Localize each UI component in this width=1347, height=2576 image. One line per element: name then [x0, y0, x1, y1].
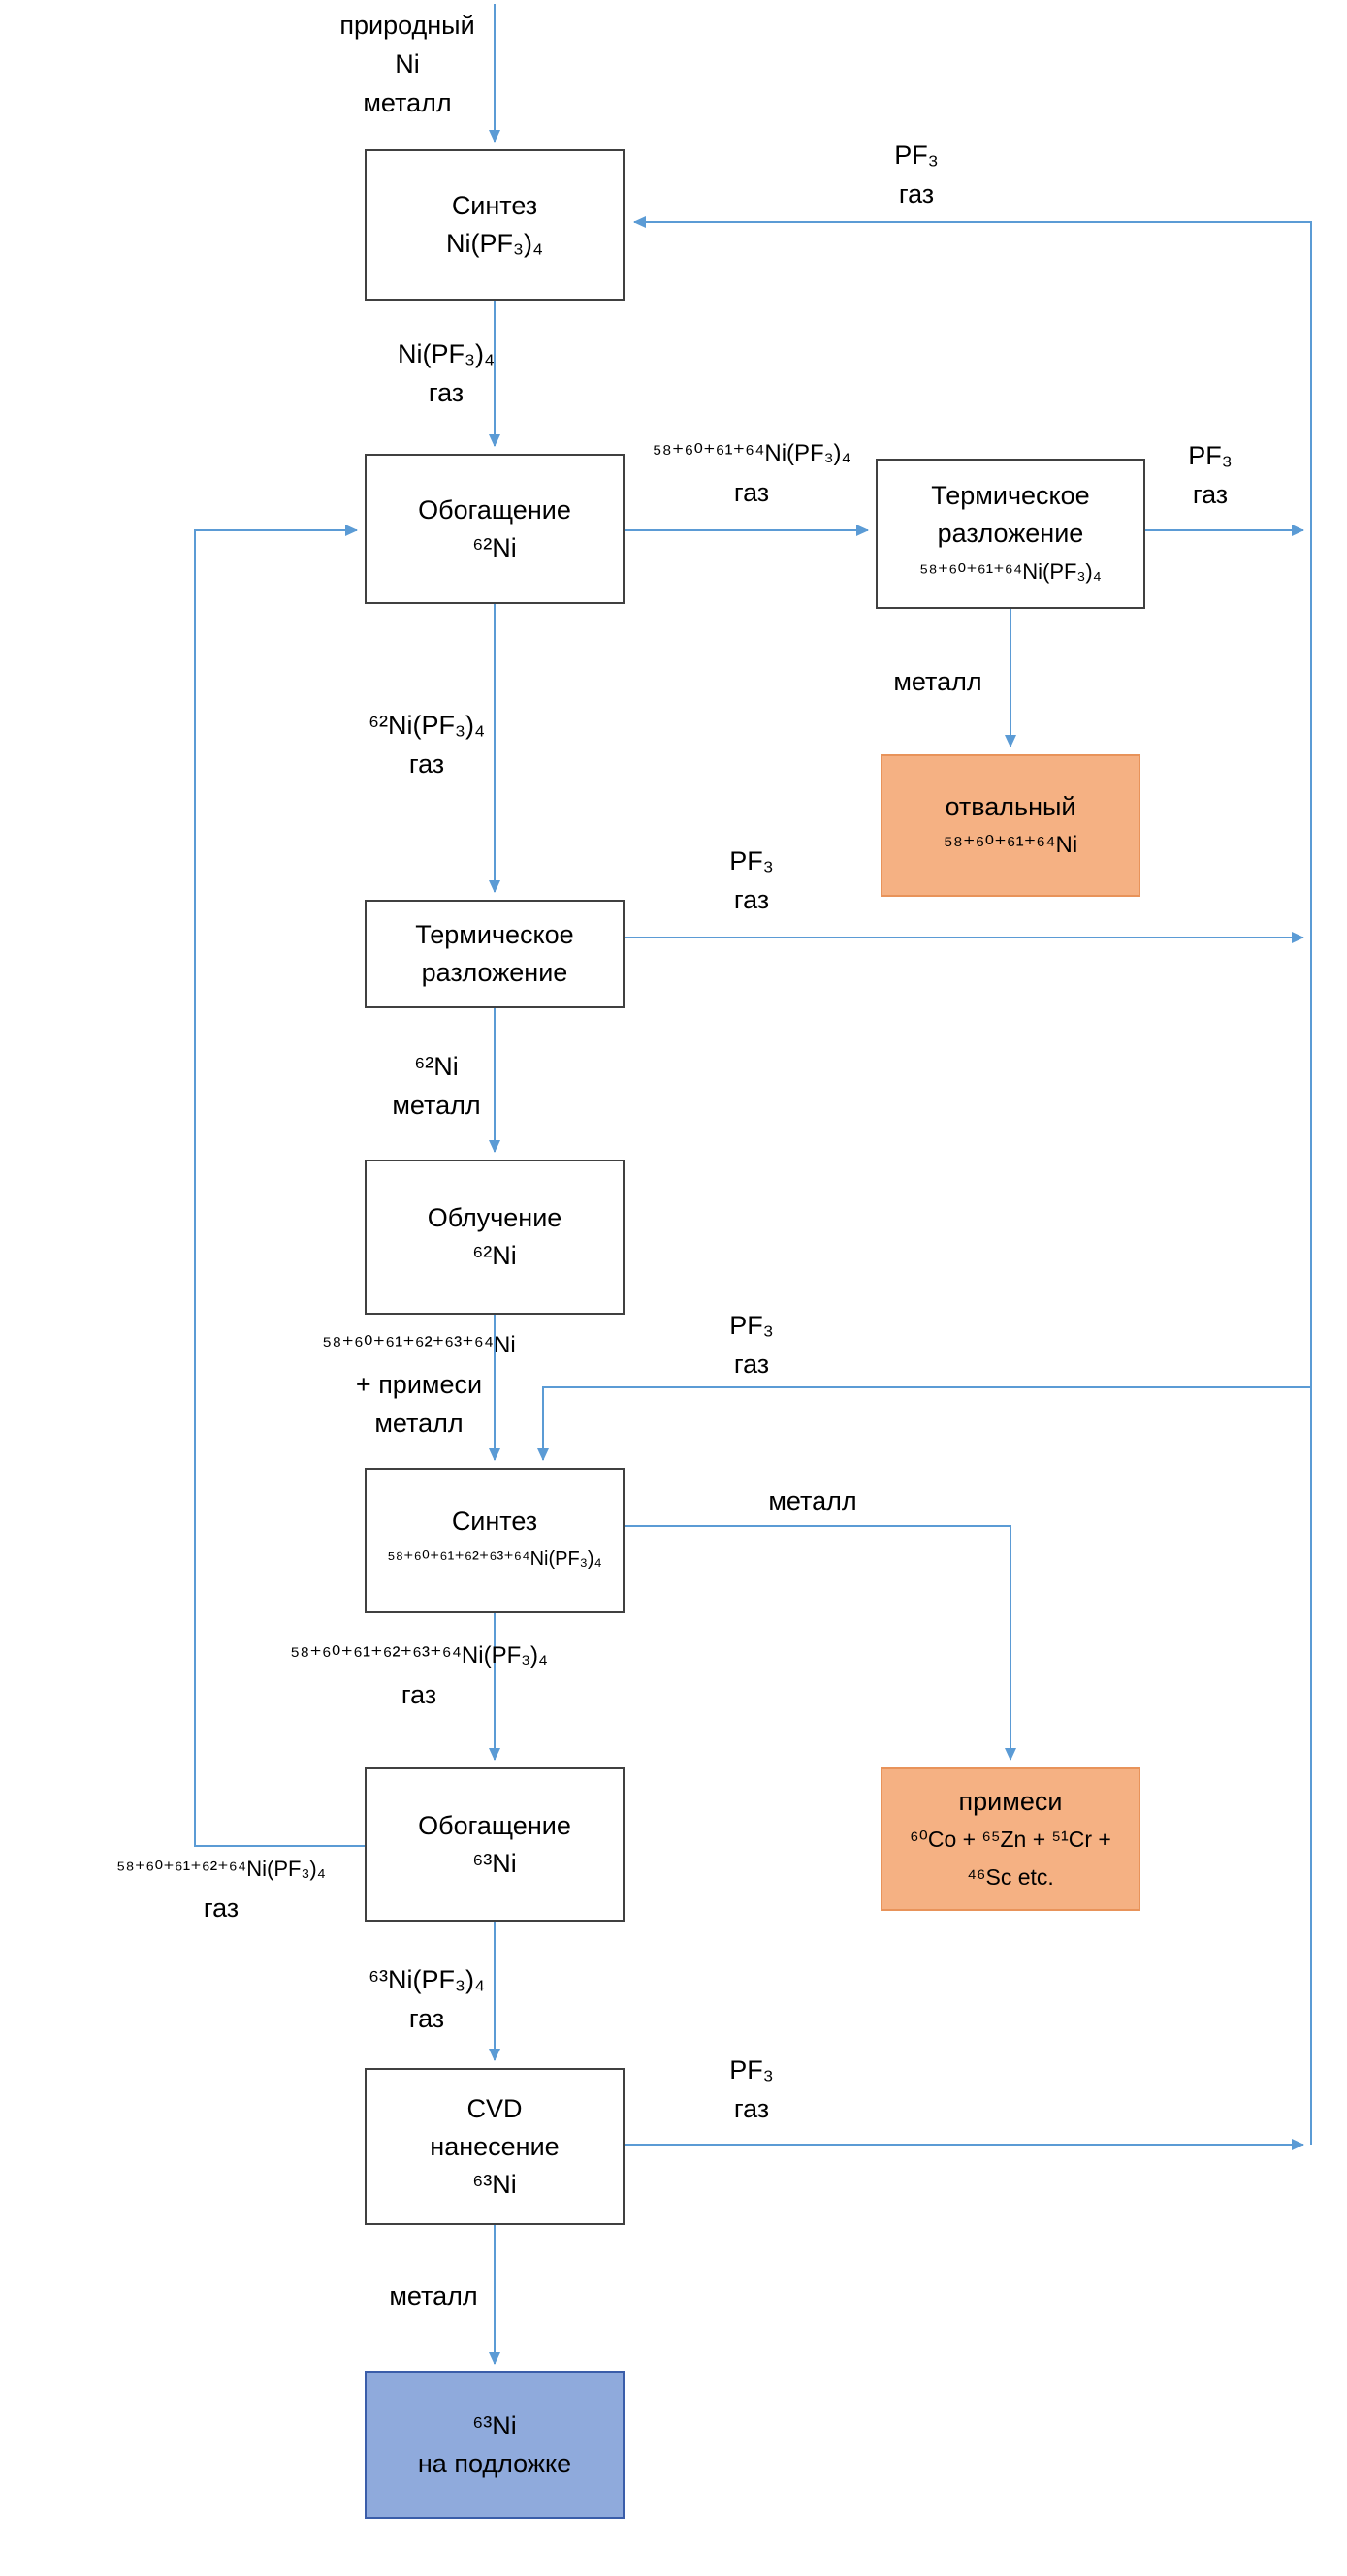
label-text: ⁵⁸⁺⁶⁰⁺⁶¹⁺⁶²⁺⁶⁴Ni(PF₃)₄ [116, 1857, 326, 1881]
edge-pf3line-to-synthesis2 [537, 1386, 1311, 1461]
label-text: PF₃ [729, 846, 774, 875]
node-text: Синтез [451, 1507, 538, 1536]
label-natural-ni-input: природный Ni металл [272, 6, 543, 122]
label-62ni-metal: ⁶²Ni металл [339, 1047, 533, 1125]
label-text: природный [339, 11, 475, 40]
node-thermal-decomposition-main: Термическое разложение [365, 900, 625, 1008]
label-text: ⁶²Ni(PF₃)₄ [368, 711, 486, 740]
node-text: Обогащение [418, 1810, 571, 1840]
label-pf3-gas-top: PF₃ газ [839, 136, 994, 213]
node-text: Ni(PF₃)₄ [446, 229, 543, 258]
label-text: газ [733, 2094, 770, 2123]
label-pf3-gas-thermal-main: PF₃ газ [674, 842, 829, 919]
label-63ni-pf34-gas: ⁶³Ni(PF₃)₄ газ [310, 1960, 543, 2038]
node-text: CVD [466, 2093, 523, 2123]
node-text: нанесение [430, 2131, 560, 2161]
label-62ni-pf34-gas: ⁶²Ni(PF₃)₄ газ [310, 706, 543, 783]
node-text: ⁵⁸⁺⁶⁰⁺⁶¹⁺⁶⁴Ni [943, 831, 1078, 858]
label-text: металл [363, 88, 452, 117]
node-text: отвальный [945, 791, 1076, 821]
node-text: ⁵⁸⁺⁶⁰⁺⁶¹⁺⁶²⁺⁶³⁺⁶⁴Ni(PF₃)₄ [387, 1548, 602, 1570]
label-text: ⁵⁸⁺⁶⁰⁺⁶¹⁺⁶²⁺⁶³⁺⁶⁴Ni(PF₃)₄ [290, 1642, 548, 1669]
label-text: ⁵⁸⁺⁶⁰⁺⁶¹⁺⁶⁴Ni(PF₃)₄ [652, 440, 851, 466]
label-text: PF₃ [894, 141, 939, 170]
label-text: газ [733, 885, 770, 914]
label-text: газ [733, 1350, 770, 1379]
node-thermal-decomposition-tails: Термическое разложение ⁵⁸⁺⁶⁰⁺⁶¹⁺⁶⁴Ni(PF₃… [876, 459, 1145, 609]
label-text: газ [1192, 480, 1229, 509]
label-text: Ni [395, 49, 420, 79]
edge-pf3-return-line [633, 216, 1312, 2145]
node-synthesis-mixed-nipf34: Синтез ⁵⁸⁺⁶⁰⁺⁶¹⁺⁶²⁺⁶³⁺⁶⁴Ni(PF₃)₄ [365, 1468, 625, 1613]
node-text: ⁵⁸⁺⁶⁰⁺⁶¹⁺⁶⁴Ni(PF₃)₄ [919, 559, 1102, 584]
node-text: ⁶³Ni [472, 1848, 517, 1878]
edge-synthesis2-to-impurities [625, 1525, 1016, 1761]
node-text: ⁶³Ni [472, 2411, 517, 2440]
label-recycle-nipf34-gas: ⁵⁸⁺⁶⁰⁺⁶¹⁺⁶²⁺⁶⁴Ni(PF₃)₄ газ [61, 1850, 381, 1927]
node-text: ⁶⁰Co + ⁶⁵Zn + ⁵¹Cr + [910, 1826, 1111, 1852]
label-text: PF₃ [729, 2055, 774, 2084]
label-metal-to-impurities: металл [716, 1481, 910, 1520]
label-pf3-gas-cvd: PF₃ газ [674, 2051, 829, 2128]
node-irradiation-62ni: Облучение ⁶²Ni [365, 1160, 625, 1315]
node-text: ⁶²Ni [472, 1241, 517, 1270]
node-enrichment-62ni: Обогащение ⁶²Ni [365, 454, 625, 604]
label-text: металл [893, 667, 982, 696]
label-text: + примеси [355, 1370, 483, 1399]
node-text: Термическое [415, 920, 574, 949]
node-impurities: примеси ⁶⁰Co + ⁶⁵Zn + ⁵¹Cr + ⁴⁶Sc etc. [881, 1767, 1140, 1911]
node-synthesis-nipf34: Синтез Ni(PF₃)₄ [365, 149, 625, 301]
label-nipf34-gas-feed: Ni(PF₃)₄ газ [330, 334, 562, 412]
node-text: примеси [958, 1786, 1063, 1816]
edge-enrich63-recycle-to-enrich62 [194, 525, 365, 1847]
label-text: PF₃ [1188, 441, 1233, 470]
label-pf3-gas-synthesis2: PF₃ газ [674, 1306, 829, 1383]
label-text: ⁵⁸⁺⁶⁰⁺⁶¹⁺⁶²⁺⁶³⁺⁶⁴Ni [322, 1332, 516, 1358]
label-text: Ni(PF₃)₄ [398, 339, 495, 368]
node-text: на подложке [417, 2449, 572, 2478]
label-text: газ [428, 378, 465, 407]
node-text: разложение [937, 519, 1084, 548]
label-text: PF₃ [729, 1311, 774, 1340]
label-text: ⁶³Ni(PF₃)₄ [368, 1965, 486, 1994]
label-tails-nipf34-gas: ⁵⁸⁺⁶⁰⁺⁶¹⁺⁶⁴Ni(PF₃)₄ газ [592, 434, 912, 512]
label-metal-to-waste: металл [860, 662, 1015, 701]
node-text: Синтез [451, 191, 538, 220]
label-text: газ [898, 179, 935, 208]
label-text: металл [768, 1486, 857, 1515]
node-text: Термическое [931, 481, 1090, 510]
label-text: металл [392, 1091, 481, 1120]
label-text: ⁶²Ni [414, 1052, 459, 1081]
node-text: ⁶³Ni [472, 2169, 517, 2199]
label-mixed-nipf34-gas: ⁵⁸⁺⁶⁰⁺⁶¹⁺⁶²⁺⁶³⁺⁶⁴Ni(PF₃)₄ газ [215, 1637, 623, 1714]
label-text: газ [401, 1680, 437, 1709]
node-enrichment-63ni: Обогащение ⁶³Ni [365, 1767, 625, 1922]
node-cvd-deposition-63ni: CVD нанесение ⁶³Ni [365, 2068, 625, 2225]
label-text: газ [408, 749, 445, 779]
node-text: Обогащение [418, 494, 571, 525]
label-metal-to-product: металл [356, 2276, 511, 2315]
label-irradiated-mix-metal: ⁵⁸⁺⁶⁰⁺⁶¹⁺⁶²⁺⁶³⁺⁶⁴Ni + примеси металл [244, 1326, 593, 1443]
label-text: газ [733, 478, 770, 507]
node-text: Облучение [427, 1203, 562, 1232]
label-text: газ [203, 1893, 240, 1923]
node-product-63ni-substrate: ⁶³Ni на подложке [365, 2371, 625, 2519]
label-text: металл [374, 1409, 464, 1438]
node-text: ⁴⁶Sc etc. [967, 1863, 1054, 1890]
node-waste-ni: отвальный ⁵⁸⁺⁶⁰⁺⁶¹⁺⁶⁴Ni [881, 754, 1140, 897]
label-text: металл [389, 2281, 478, 2310]
node-text: ⁶²Ni [472, 532, 517, 562]
node-text: разложение [421, 958, 568, 987]
label-pf3-gas-thermal-tails: PF₃ газ [1133, 436, 1288, 514]
label-text: газ [408, 2004, 445, 2033]
